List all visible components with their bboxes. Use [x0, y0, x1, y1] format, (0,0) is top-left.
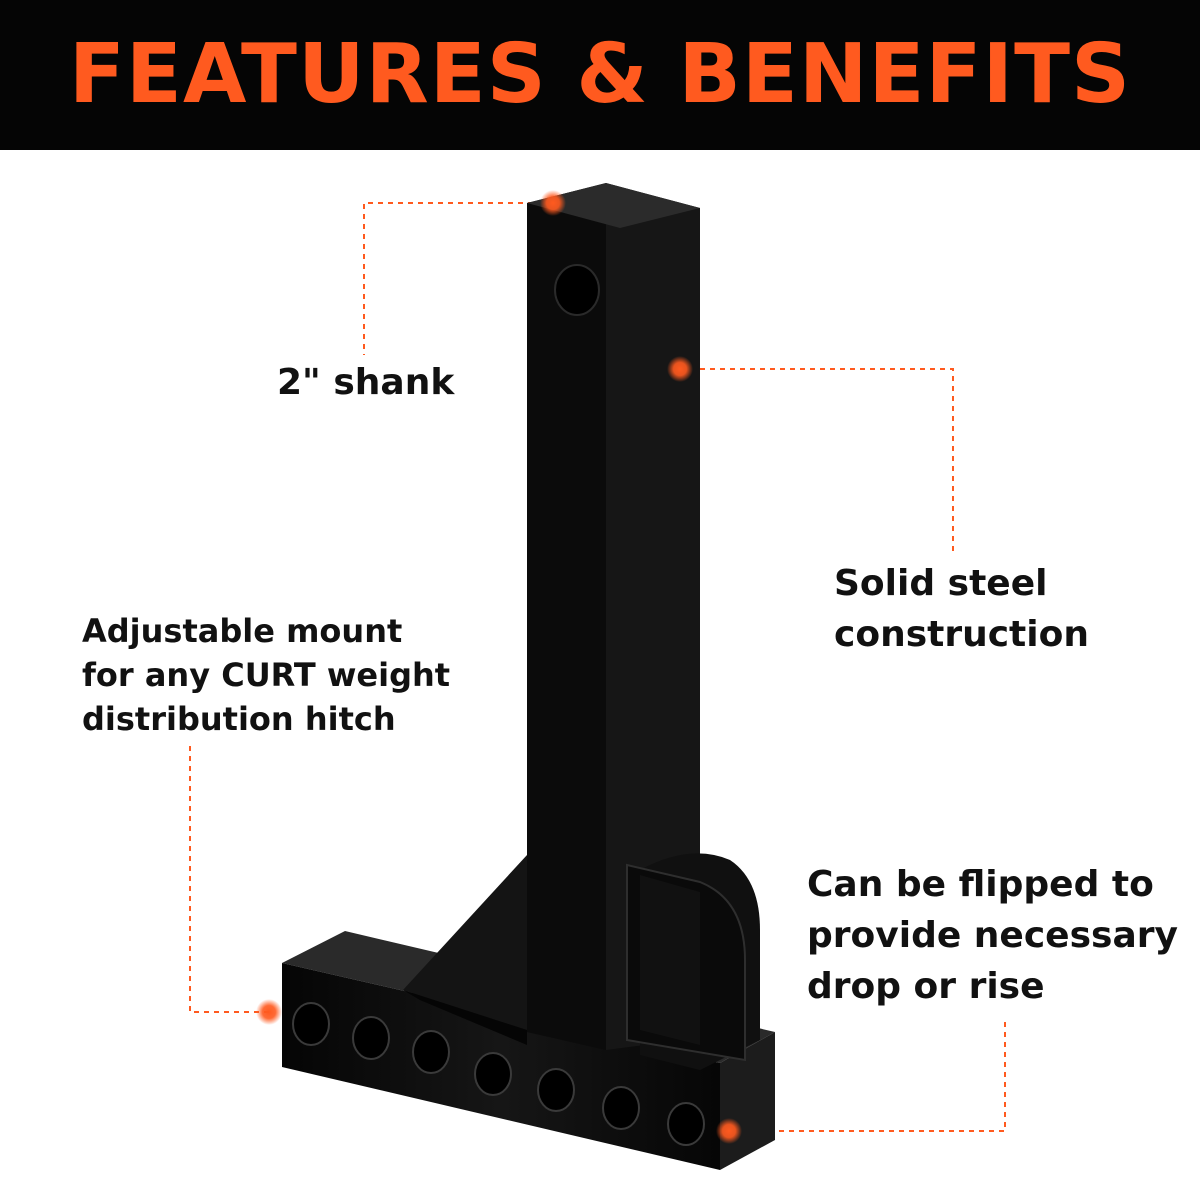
mount-hole — [474, 1052, 512, 1096]
callout-adjustable: Adjustable mount for any CURT weight dis… — [82, 610, 450, 741]
mount-hole — [537, 1068, 575, 1112]
shank-front-face — [527, 183, 606, 1050]
shank-top-face — [527, 183, 700, 228]
mount-hole — [602, 1086, 640, 1130]
callout-flip-line: drop or rise — [807, 966, 1045, 1008]
leader-line-flip — [729, 1020, 1006, 1132]
marker-dot-flip — [716, 1118, 742, 1144]
mount-hole — [667, 1102, 705, 1146]
callout-adjustable-line: distribution hitch — [82, 699, 396, 738]
callout-flip-line: provide necessary — [807, 915, 1178, 957]
marker-dots — [256, 190, 742, 1144]
mount-hole — [412, 1030, 450, 1074]
marker-dot-adjustable — [256, 999, 282, 1025]
marker-dot-shank — [540, 190, 566, 216]
callout-flip-line: Can be flipped to — [807, 864, 1154, 905]
callout-flip: Can be flipped to provide necessary drop… — [807, 859, 1178, 1012]
leader-line-steel — [680, 368, 954, 552]
leader-lines — [189, 202, 1006, 1132]
shank-side-face — [606, 183, 700, 1050]
callout-shank: 2" shank — [277, 360, 454, 407]
callout-steel: Solid steel construction — [834, 558, 1089, 660]
mount-holes — [292, 1002, 705, 1146]
mount-hole — [292, 1002, 330, 1046]
mount-hole — [352, 1016, 390, 1060]
marker-dot-steel — [667, 356, 693, 382]
callout-steel-line: construction — [834, 614, 1089, 656]
callout-adjustable-line: Adjustable mount — [82, 612, 403, 650]
callout-adjustable-line: for any CURT weight — [82, 655, 451, 694]
flip-plate-slot — [640, 875, 700, 1045]
leader-line-shank — [363, 202, 553, 355]
shank-pin-hole — [554, 264, 600, 316]
leader-line-adjustable — [189, 745, 269, 1013]
callout-shank-line: 2" shank — [277, 362, 455, 403]
gusset-shadow — [403, 990, 527, 1045]
banner-title: FEATURES & BENEFITS — [68, 27, 1132, 122]
header-banner: FEATURES & BENEFITS — [0, 0, 1200, 150]
callout-steel-line: Solid steel — [834, 563, 1048, 604]
gusset — [403, 855, 527, 1030]
ball-mount-shank-icon — [282, 183, 775, 1170]
